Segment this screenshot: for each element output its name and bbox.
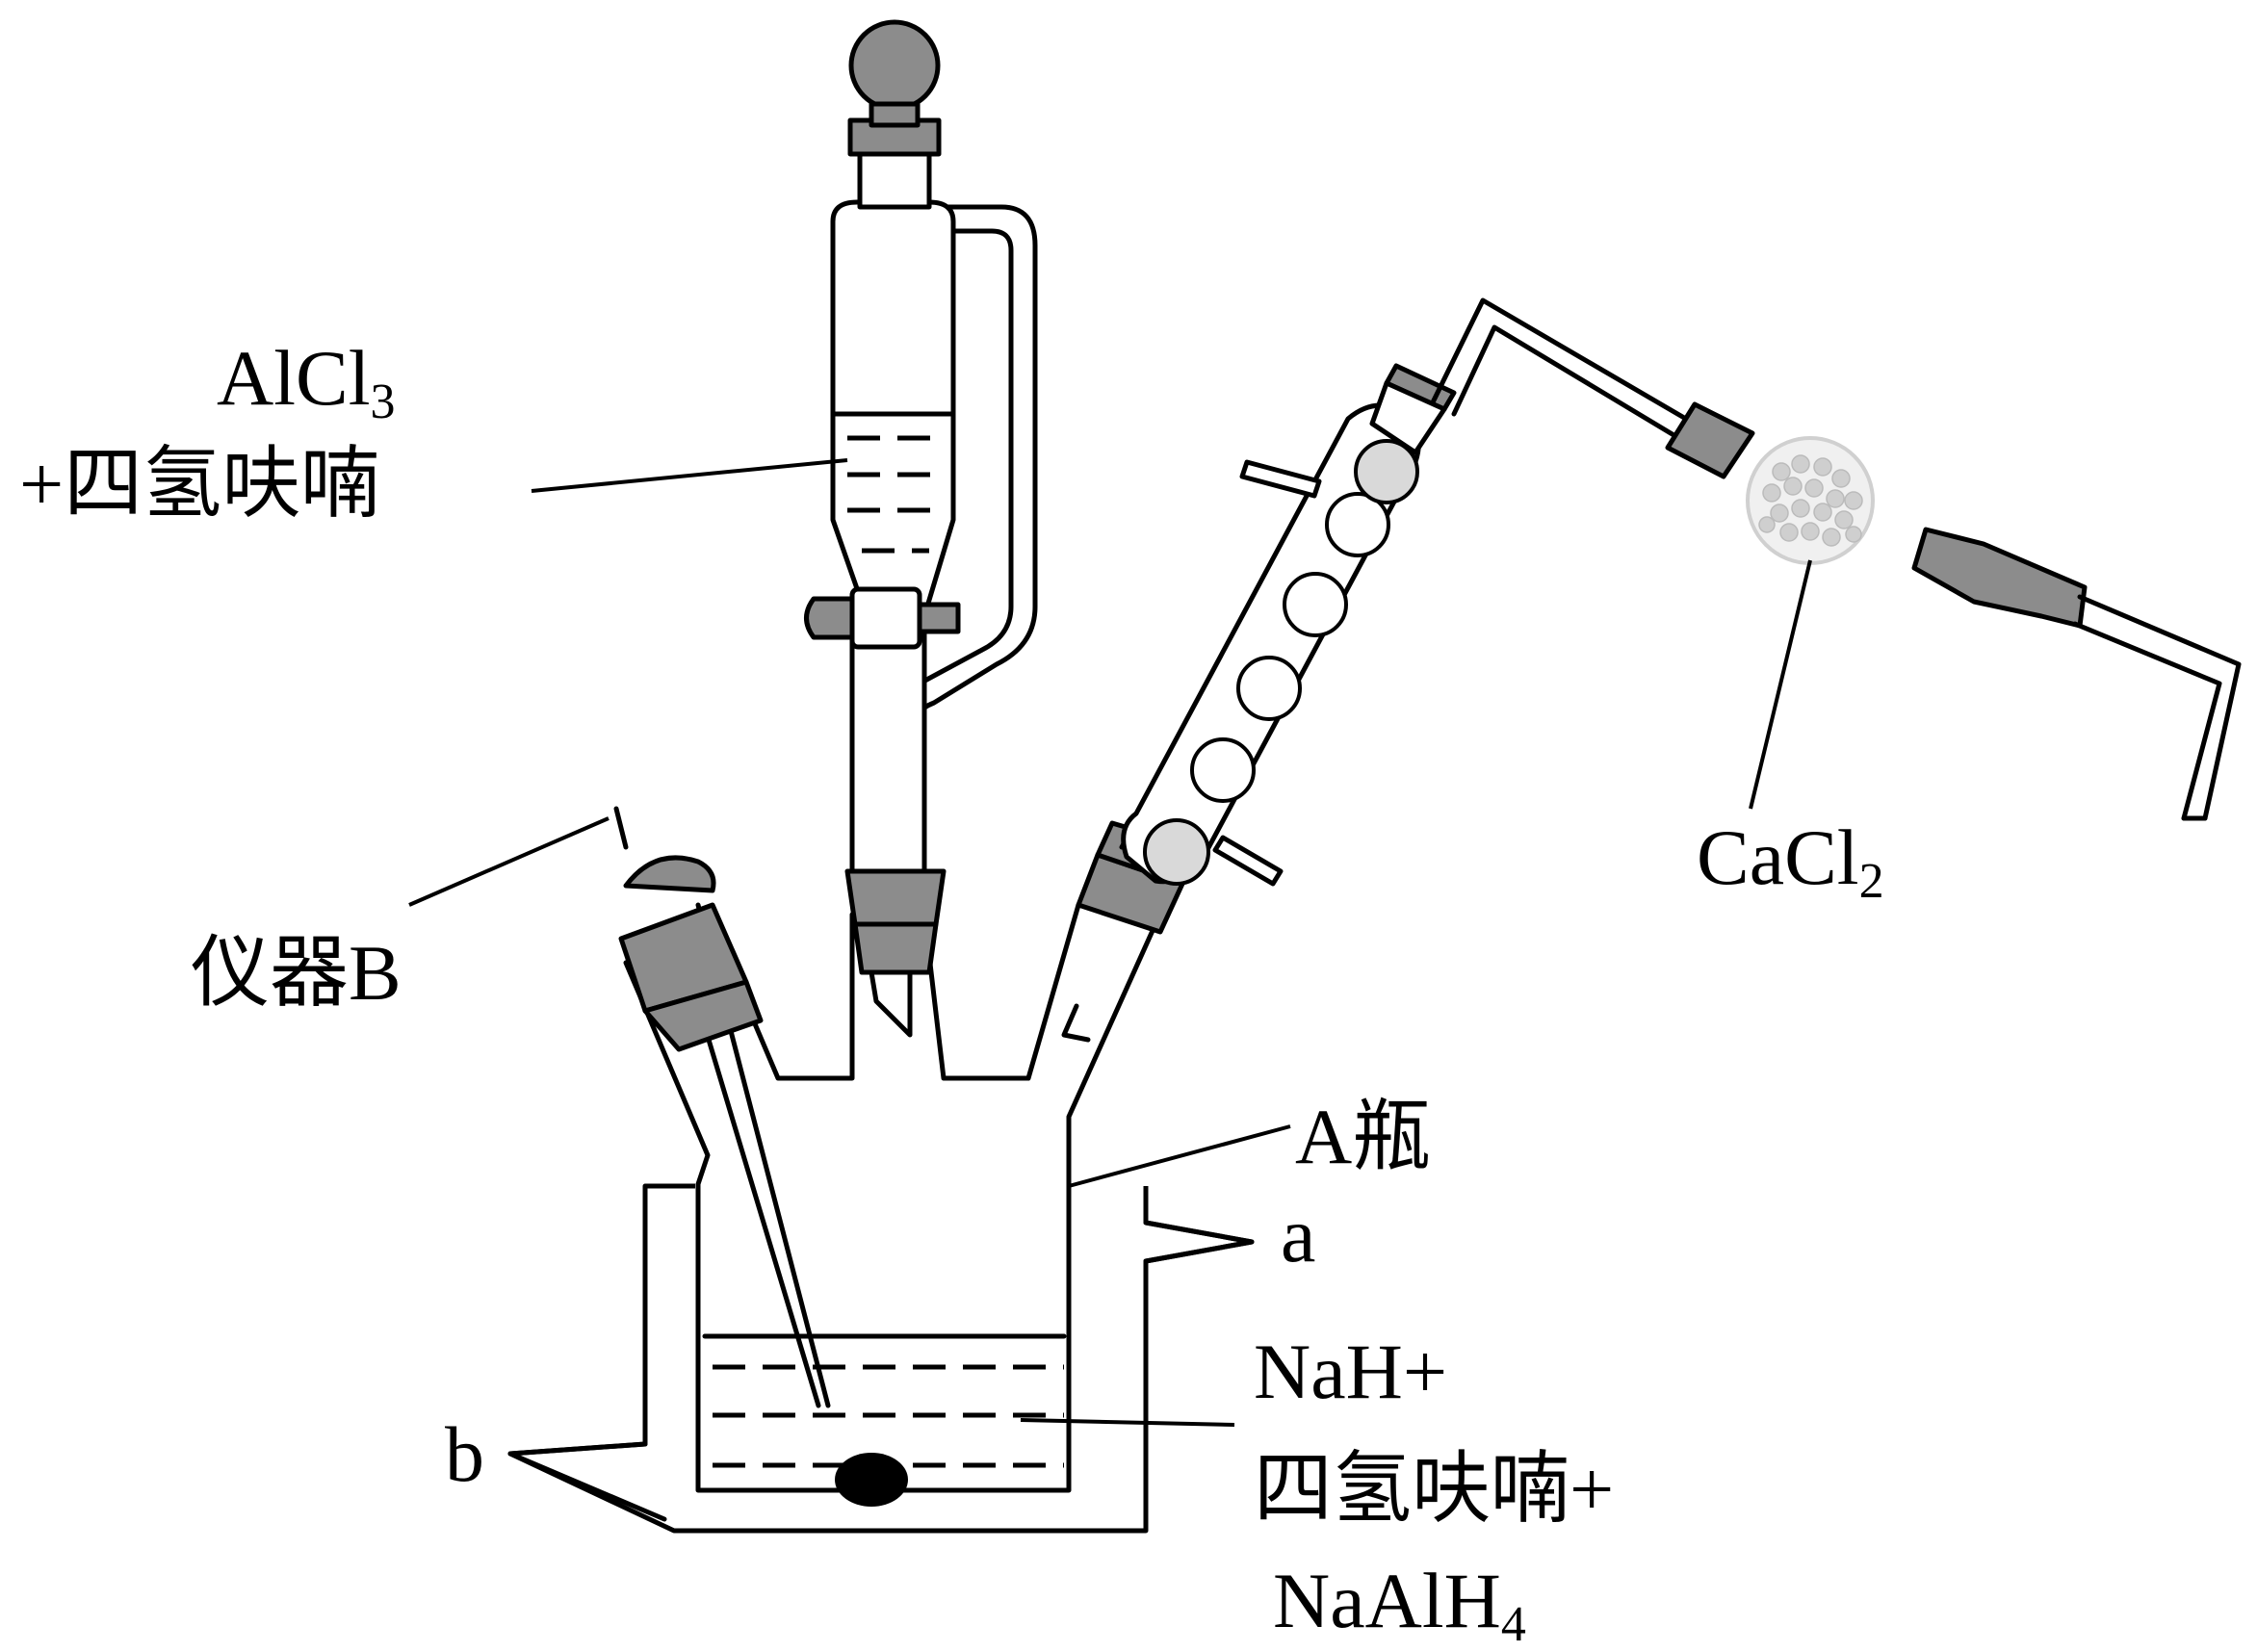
- label-funnel-reagent-line2: +四氢呋喃: [19, 440, 379, 528]
- label-flask-contents-line1: NaH+: [1254, 1328, 1447, 1415]
- label-inlet-a: a: [1281, 1191, 1315, 1278]
- dropping-funnel: [804, 19, 1038, 874]
- leader-instrument-b: [408, 816, 610, 907]
- cacl2-granules: [1758, 454, 1863, 547]
- leader-funnel-reagent: [531, 458, 848, 493]
- delivery-tube: [1430, 297, 1705, 448]
- label-funnel-reagent-line1: AlCl3: [217, 334, 395, 429]
- stir-bar: [835, 1453, 908, 1507]
- label-flask-contents-line2: 四氢呋喃+: [1254, 1445, 1614, 1533]
- reflux-condenser: [1119, 363, 1457, 887]
- label-flask-contents-line3: NaAlH4: [1273, 1557, 1526, 1652]
- leader-cacl2: [1749, 559, 1812, 810]
- flask-a: [623, 902, 1158, 1507]
- drying-tube: [1665, 401, 2242, 821]
- label-flask-a: A瓶: [1295, 1093, 1431, 1180]
- label-instrument-b: 仪器B: [191, 929, 402, 1017]
- center-stopper: [844, 868, 947, 1038]
- label-outlet-b: b: [445, 1410, 484, 1498]
- condenser-bulbs: [1143, 439, 1419, 886]
- leader-flask-a: [1068, 1124, 1291, 1188]
- label-drying-agent: CaCl2: [1697, 813, 1884, 909]
- leader-lines: [408, 458, 1812, 1427]
- stopcock: [804, 586, 961, 650]
- leader-contents: [1020, 1418, 1235, 1427]
- instrument-b: [613, 806, 831, 1408]
- funnel-liquid: [831, 411, 956, 554]
